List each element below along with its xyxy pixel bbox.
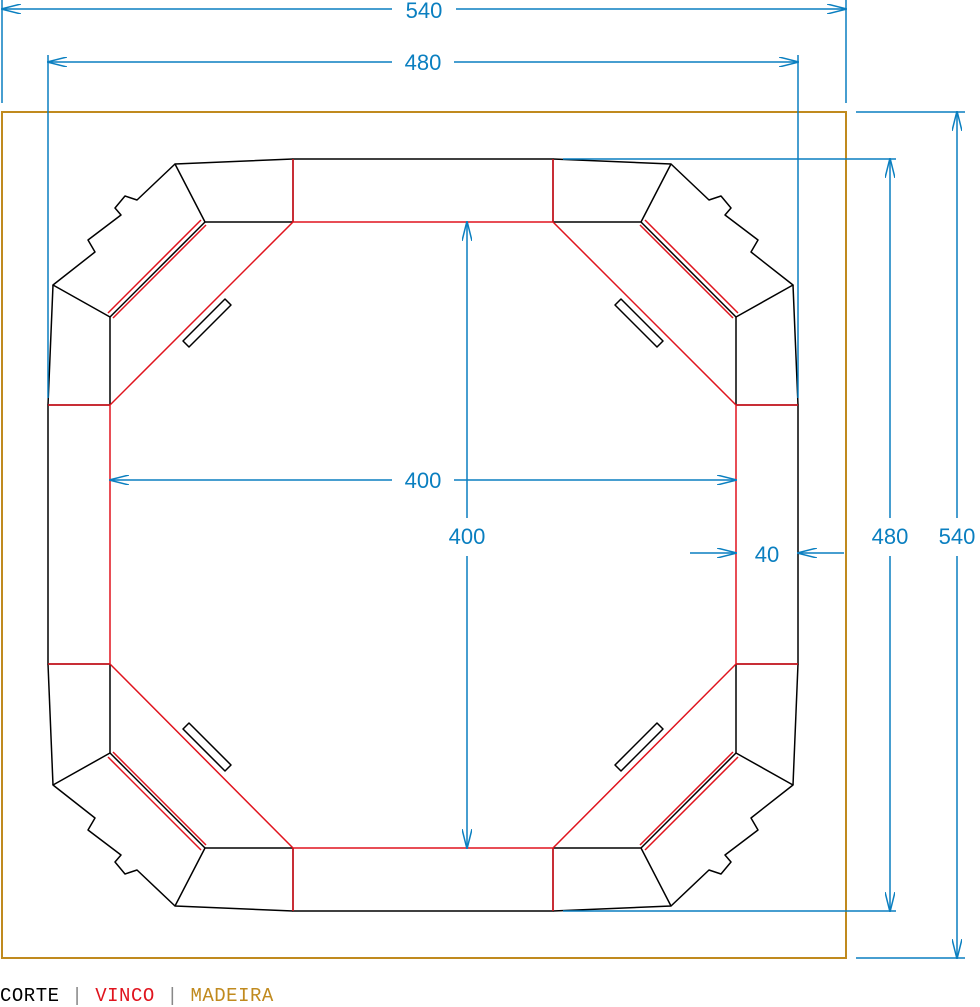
dim-inner-width: 480 [405, 50, 442, 75]
legend: CORTE | VINCO | MADEIRA [0, 985, 274, 1007]
board-outline [1, 111, 847, 959]
legend-board: MADEIRA [190, 985, 274, 1007]
dieline-drawing: 540 480 400 400 40 480 540 [1, 0, 976, 959]
legend-cut: CORTE [0, 985, 60, 1007]
crease-lines [48, 159, 798, 911]
legend-separator: | [71, 985, 84, 1007]
legend-crease: VINCO [95, 985, 155, 1007]
legend-separator: | [166, 985, 179, 1007]
dim-inner-height: 480 [872, 524, 909, 549]
dim-overall-width: 540 [406, 0, 443, 23]
dim-wall-height: 40 [755, 542, 779, 567]
dimension-lines [2, 0, 965, 958]
dim-base-height: 400 [449, 524, 486, 549]
dim-overall-height: 540 [939, 524, 976, 549]
cut-lines [47, 158, 799, 912]
dim-base-width: 400 [405, 468, 442, 493]
